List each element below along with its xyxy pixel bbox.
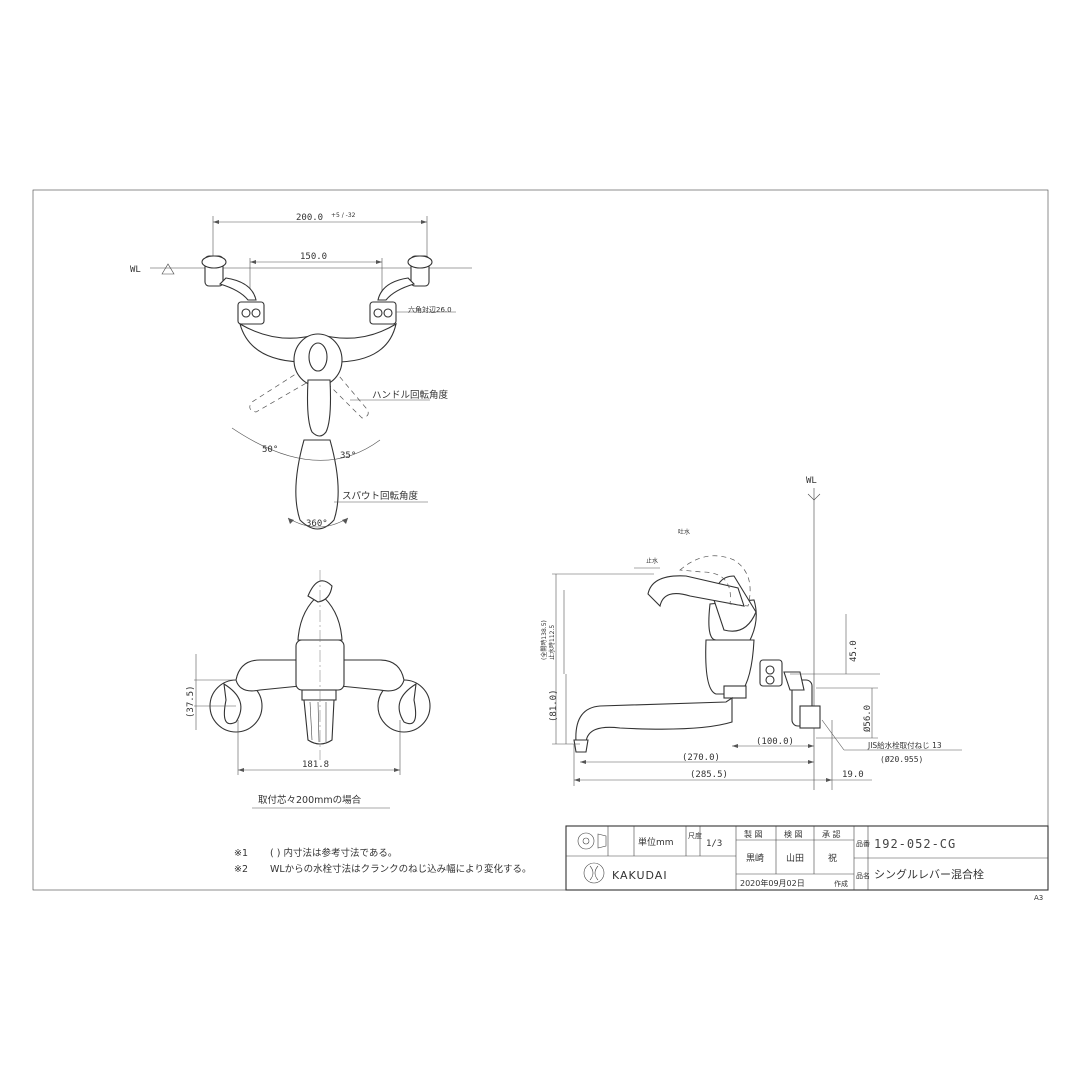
product-number: 192-052-CG [874, 837, 956, 851]
name-made: 黒崎 [746, 852, 764, 864]
jis-label: JIS給水栓取付ねじ 13 [867, 740, 942, 750]
dim-19: 19.0 [842, 770, 864, 780]
scale-value: 1/3 [706, 839, 722, 849]
dim-181-8: 181.8 [302, 760, 329, 770]
note-2: WLからの水栓寸法はクランクのねじ込み幅により変化する。 [270, 863, 532, 875]
dim-37-5: (37.5) [186, 685, 196, 718]
dim-138-5: (全開時138.5) [540, 620, 548, 660]
product-name: シングルレバー混合栓 [874, 867, 984, 881]
front-caption: 取付芯々200mmの場合 [258, 794, 362, 806]
name-label: 品名 [856, 871, 870, 880]
created-label: 作成 [834, 879, 848, 888]
col-made: 製 図 [744, 829, 763, 839]
dim-45: 45.0 [849, 640, 859, 662]
handle-rotation-label: ハンドル回転角度 [372, 389, 449, 401]
scale-label: 尺度 [688, 831, 702, 840]
unit-label: 単位mm [638, 836, 674, 848]
hex-label: 六角対辺26.0 [408, 305, 452, 314]
name-approve: 祝 [828, 852, 837, 864]
dim-200: 200.0 [296, 213, 323, 223]
col-approve: 承 認 [822, 829, 841, 839]
angle-360: 360° [306, 519, 328, 529]
name-check: 山田 [786, 853, 804, 864]
dim-112-5: 止水時112.5 [548, 625, 556, 660]
dim-200-tol: +5 / -32 [331, 212, 356, 219]
sheet-size: A3 [1034, 894, 1043, 902]
side-wl-label: WL [806, 476, 817, 486]
angle-35: 35° [340, 451, 356, 461]
top-view: WL 200.0 +5 / -32 150.0 六角対辺26.0 [130, 212, 472, 530]
dim-270: (270.0) [682, 753, 720, 763]
angle-50: 50° [262, 445, 278, 455]
sheet-border [32, 189, 1049, 891]
note-2-mark: ※2 [234, 864, 248, 875]
brand-logo-text: KAKUDAI [612, 869, 668, 882]
note-1-mark: ※1 [234, 848, 248, 859]
front-view: (37.5) 181.8 取付芯々200mmの場合 [186, 570, 431, 809]
date: 2020年09月02日 [740, 878, 805, 888]
top-wl-label: WL [130, 265, 141, 275]
jis-dia: (Ø20.955) [880, 754, 923, 764]
dim-81: (81.0) [549, 689, 559, 722]
label-open: 吐水 [678, 528, 690, 536]
number-label: 品番 [856, 840, 870, 848]
spout-rotation-label: スパウト回転角度 [342, 490, 419, 502]
note-1: ( ) 内寸法は参考寸法である。 [270, 847, 397, 859]
side-view: WL 吐水 止水 (全開時138.5) 止水時112.5 (81.0) [540, 476, 962, 790]
dim-100: (100.0) [756, 737, 794, 747]
title-block: 単位mm 尺度 1/3 KAKUDAI 製 図 検 図 承 認 黒崎 山田 祝 … [565, 825, 1049, 891]
label-stop: 止水 [646, 557, 658, 565]
dim-56: Ø56.0 [862, 705, 873, 732]
col-check: 検 図 [784, 829, 803, 839]
dim-285-5: (285.5) [690, 770, 728, 780]
dim-150: 150.0 [300, 252, 327, 262]
notes: ※1 ( ) 内寸法は参考寸法である。 ※2 WLからの水栓寸法はクランクのねじ… [234, 847, 532, 875]
